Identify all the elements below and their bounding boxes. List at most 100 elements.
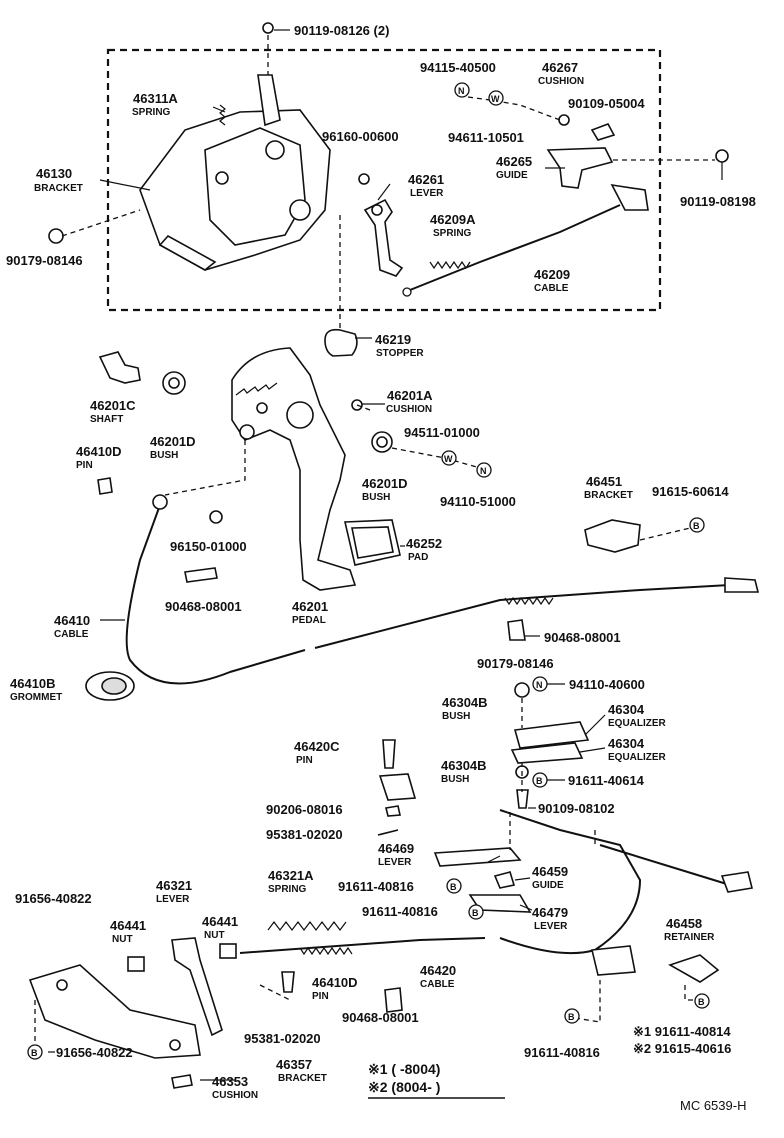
label-46479: 46479 bbox=[532, 905, 568, 920]
label-46410-name: CABLE bbox=[54, 629, 89, 640]
diagram-code: MC 6539-H bbox=[680, 1098, 746, 1113]
label-46201-name: PEDAL bbox=[292, 615, 326, 626]
label-46209-name: CABLE bbox=[534, 283, 569, 294]
grommet-46410b-drawing bbox=[85, 671, 135, 701]
label-46458: 46458 bbox=[666, 916, 702, 931]
label-46304b-bot-name: BUSH bbox=[441, 774, 469, 785]
label-46410b: 46410B bbox=[10, 676, 56, 691]
label-46459-name: GUIDE bbox=[532, 880, 564, 891]
label-91611-40816-c: 91611-40816 bbox=[524, 1045, 600, 1060]
bolt-symbol: B bbox=[472, 908, 479, 918]
shaft-46201c-drawing bbox=[98, 351, 141, 384]
bolt-symbol: B bbox=[450, 882, 457, 892]
label-91615-60614: 91615-60614 bbox=[652, 484, 729, 499]
label-46219-name: STOPPER bbox=[376, 348, 424, 359]
bush-46201d-left-drawing bbox=[162, 371, 186, 395]
label-46252: 46252 bbox=[406, 536, 442, 551]
label-46267: 46267 bbox=[542, 60, 578, 75]
label-90468-right: 90468-08001 bbox=[544, 630, 621, 645]
label-95381-bot: 95381-02020 bbox=[244, 1031, 321, 1046]
label-46420c: 46420C bbox=[294, 739, 340, 754]
label-94511: 94511-01000 bbox=[404, 425, 480, 440]
bolt-symbol: B bbox=[568, 1012, 575, 1022]
label-46201a-name: CUSHION bbox=[386, 404, 432, 415]
label-46261: 46261 bbox=[408, 172, 444, 187]
label-46441-right: 46441 bbox=[202, 914, 238, 929]
label-46321: 46321 bbox=[156, 878, 192, 893]
label-46130: 46130 bbox=[36, 166, 72, 181]
label-46420c-name: PIN bbox=[296, 755, 313, 766]
label-90468-bot: 90468-08001 bbox=[342, 1010, 419, 1025]
pedal-46201-drawing bbox=[231, 347, 357, 591]
label-91611-40816-a: 91611-40816 bbox=[338, 879, 414, 894]
label-46420: 46420 bbox=[420, 963, 456, 978]
label-46441-left-name: NUT bbox=[112, 934, 133, 945]
washer-symbol: W bbox=[491, 94, 500, 104]
label-46261-name: LEVER bbox=[410, 188, 444, 199]
label-46209a: 46209A bbox=[430, 212, 476, 227]
guide-46265-drawing bbox=[546, 147, 614, 189]
label-46201c-name: SHAFT bbox=[90, 414, 123, 425]
label-nut-94115: 94115-40500 bbox=[420, 60, 496, 75]
label-46209a-name: SPRING bbox=[433, 228, 472, 239]
stopper-46219-drawing bbox=[324, 328, 358, 357]
label-96160: 96160-00600 bbox=[322, 129, 399, 144]
legend-row-2: ※2 (8004- ) bbox=[368, 1079, 440, 1095]
label-91611-40816-b: 91611-40816 bbox=[362, 904, 438, 919]
label-46201d-right-name: BUSH bbox=[362, 492, 390, 503]
cable-46410-drawing bbox=[125, 494, 760, 685]
label-46265-name: GUIDE bbox=[496, 170, 528, 181]
label-46469: 46469 bbox=[378, 841, 414, 856]
label-46201d-left: 46201D bbox=[150, 434, 196, 449]
label-46267-name: CUSHION bbox=[538, 76, 584, 87]
label-90119-08198: 90119-08198 bbox=[680, 194, 756, 209]
label-46311a-name: SPRING bbox=[132, 107, 171, 118]
label-46321a: 46321A bbox=[268, 868, 314, 883]
label-46410d-bot-name: PIN bbox=[312, 991, 329, 1002]
bolt-symbol: B bbox=[693, 521, 700, 531]
label-46357-name: BRACKET bbox=[278, 1073, 327, 1084]
legend-row-1: ※1 ( -8004) bbox=[368, 1061, 440, 1077]
nut-46441-drawings bbox=[127, 943, 237, 972]
retainer-46458-drawing bbox=[668, 954, 720, 983]
label-46201a: 46201A bbox=[387, 388, 433, 403]
label-46304b-bot: 46304B bbox=[441, 758, 487, 773]
bracket-46451-drawing bbox=[584, 519, 641, 553]
cable-46420-drawing bbox=[239, 773, 753, 976]
spring-46311a-drawing bbox=[219, 104, 226, 126]
part-labels: 90119-08126 (2) 94115-40500 94611-10501 … bbox=[6, 23, 756, 1101]
label-46357: 46357 bbox=[276, 1057, 312, 1072]
symbol-markers: N W W N B N B B B B B B bbox=[27, 82, 710, 1060]
label-90179-08146-mid: 90179-08146 bbox=[477, 656, 554, 671]
label-46201c: 46201C bbox=[90, 398, 136, 413]
lever-46321-drawing bbox=[171, 937, 223, 1037]
label-46410d-bot: 46410D bbox=[312, 975, 358, 990]
label-46420-name: CABLE bbox=[420, 979, 455, 990]
label-91615-40616: ※2 91615-40616 bbox=[633, 1041, 731, 1056]
bush-46201d-right-drawing bbox=[371, 431, 393, 453]
label-46304-top-name: EQUALIZER bbox=[608, 718, 667, 729]
label-94110-40600: 94110-40600 bbox=[569, 677, 645, 692]
label-46451: 46451 bbox=[586, 474, 622, 489]
nut-symbol: N bbox=[458, 86, 465, 96]
label-91611-40614: 91611-40614 bbox=[568, 773, 645, 788]
label-46219: 46219 bbox=[375, 332, 411, 347]
nut-symbol: N bbox=[536, 680, 543, 690]
label-46304-bot: 46304 bbox=[608, 736, 645, 751]
lever-46261-drawing bbox=[363, 198, 404, 277]
label-46441-right-name: NUT bbox=[204, 930, 225, 941]
label-90468-left: 90468-08001 bbox=[165, 599, 242, 614]
leader-lines bbox=[48, 29, 723, 1081]
label-46201d-left-name: BUSH bbox=[150, 450, 178, 461]
cable-46209-drawing bbox=[402, 183, 649, 297]
label-91656-40822-bot: 91656-40822 bbox=[56, 1045, 133, 1060]
label-46304b-top: 46304B bbox=[442, 695, 488, 710]
label-46353: 46353 bbox=[212, 1074, 248, 1089]
label-46353-name: CUSHION bbox=[212, 1090, 258, 1101]
label-46469-name: LEVER bbox=[378, 857, 412, 868]
label-90206: 90206-08016 bbox=[266, 802, 343, 817]
label-46410d-top: 46410D bbox=[76, 444, 122, 459]
label-46410b-name: GROMMET bbox=[10, 692, 62, 703]
connection-lines bbox=[34, 35, 715, 1048]
label-46451-name: BRACKET bbox=[584, 490, 633, 501]
